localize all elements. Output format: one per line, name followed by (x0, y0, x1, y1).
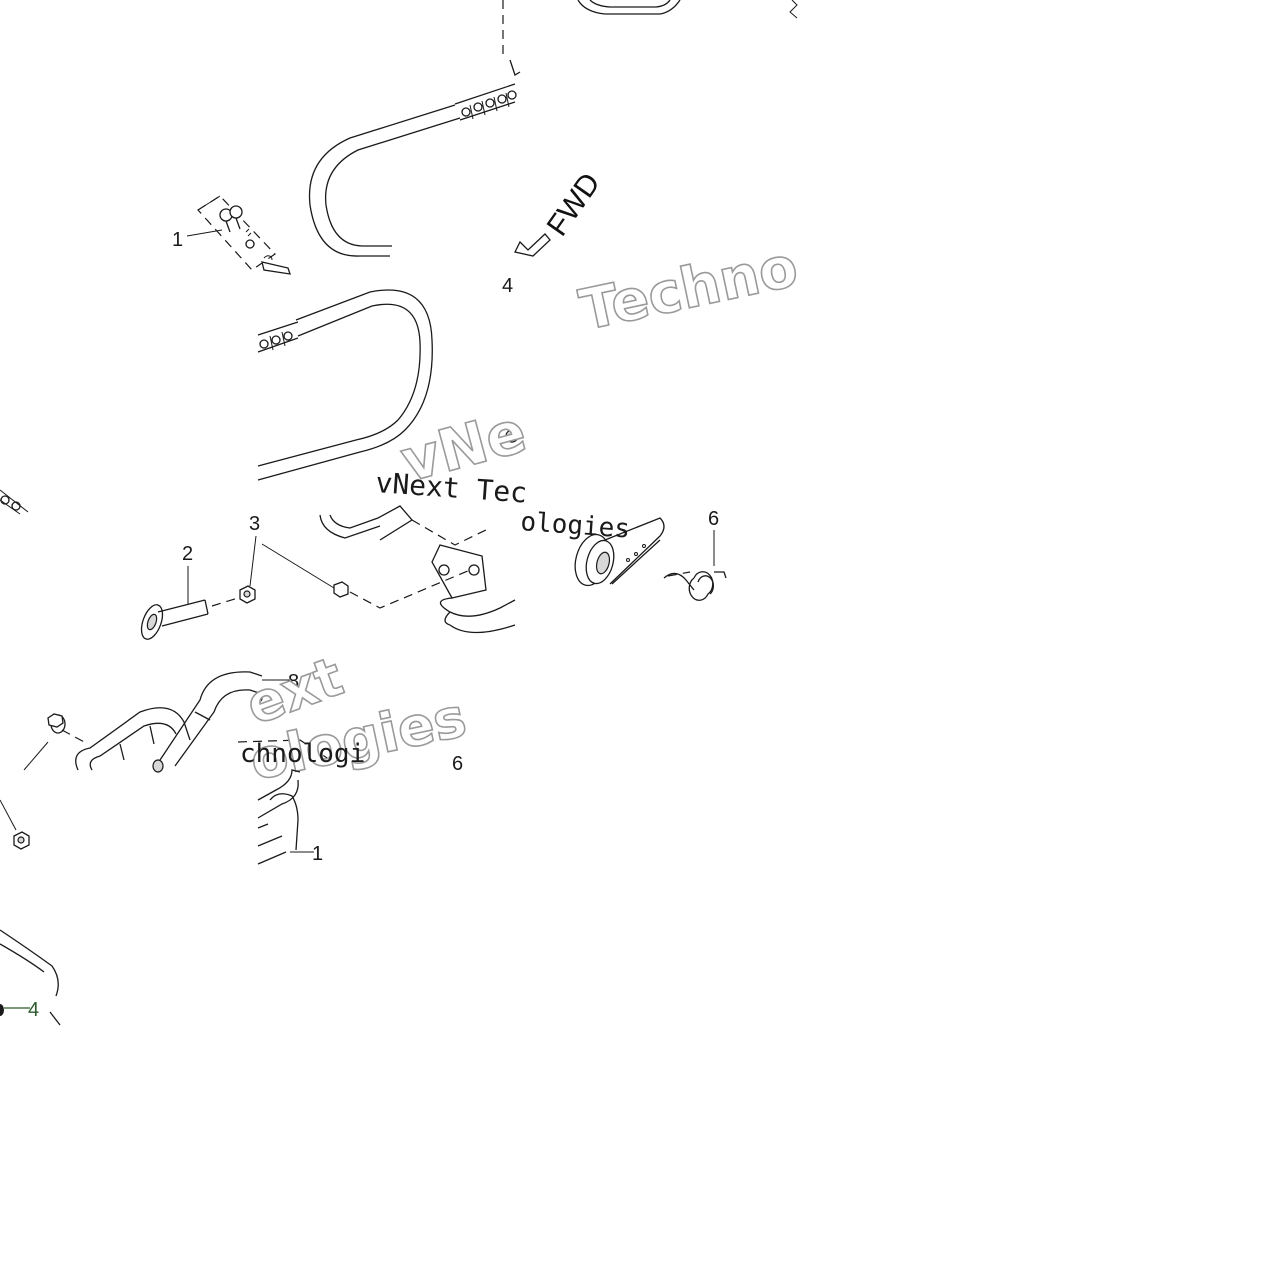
watermark-vne: vNe (394, 397, 533, 495)
chain-fragment-left (0, 489, 29, 515)
chain-tensioner (574, 517, 665, 587)
callout-1: 1 (172, 229, 183, 251)
chain-links-lower (257, 321, 299, 353)
callout-4-top: 4 (502, 275, 513, 297)
callout-1-bottom: 1 (312, 843, 323, 865)
forward-direction-arrow: FWD (514, 167, 607, 257)
bumper-end-fragment (0, 929, 61, 1026)
drive-chain-upper (308, 0, 521, 257)
chain-guide-top-fragment (577, 0, 798, 19)
watermark-ologies: ologies (520, 507, 631, 545)
master-link-kit (197, 195, 291, 275)
chain-links-upper (454, 83, 517, 121)
locknut (239, 585, 256, 604)
callout-8: 8 (288, 671, 299, 693)
axle-bolt (140, 597, 239, 640)
watermark-techno: Techno (574, 234, 803, 343)
callout-3: 3 (249, 513, 260, 535)
drive-chain-lower (257, 289, 519, 481)
callout-6-right: 6 (708, 508, 719, 530)
rear-bumper-assembly (47, 671, 331, 773)
forward-label: FWD (541, 167, 607, 242)
bumper-bracket (319, 505, 516, 634)
torsion-spring (663, 571, 727, 601)
flange-nut (0, 799, 30, 850)
watermark-vnext-tec: vNext Tec (375, 466, 529, 510)
callout-4-bottom: 4 (28, 999, 39, 1021)
watermark-chnologi: chnologi (240, 739, 365, 769)
callout-2: 2 (182, 543, 193, 565)
callout-6-mid: 6 (452, 753, 463, 775)
bumper-tube-fragment (257, 769, 301, 865)
